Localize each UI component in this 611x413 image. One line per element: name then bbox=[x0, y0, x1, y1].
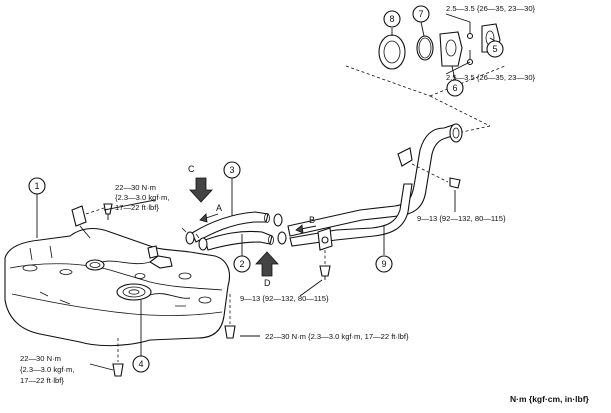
svg-text:22—30 N·m: 22—30 N·m bbox=[115, 183, 156, 192]
view-arrow-b: B bbox=[295, 215, 317, 234]
svg-text:22—30 N·m: 22—30 N·m bbox=[20, 354, 61, 363]
fuel-pump-unit bbox=[85, 259, 152, 301]
arrow-label-d: D bbox=[264, 278, 271, 288]
svg-text:8: 8 bbox=[389, 14, 394, 24]
bolt-pipe-bracket-right bbox=[411, 163, 461, 189]
hose-clamps-left bbox=[181, 227, 208, 251]
fuel-filler-pipe bbox=[287, 123, 463, 251]
strap-bracket-upper bbox=[71, 205, 87, 227]
view-arrow-d: D bbox=[255, 251, 279, 288]
callout-leaders bbox=[36, 13, 496, 371]
callout-6: 6 bbox=[446, 79, 464, 97]
callout-4: 4 bbox=[132, 355, 150, 373]
bolt-pipe-bracket-lower bbox=[319, 250, 331, 280]
torque-spec-strap-lower-left: 22—30 N·m {2.3—3.0 kgf·m, 17—22 ft·lbf} bbox=[20, 354, 74, 385]
callout-3: 3 bbox=[223, 161, 241, 179]
svg-text:5: 5 bbox=[492, 44, 497, 54]
svg-text:6: 6 bbox=[452, 83, 457, 93]
callout-2: 2 bbox=[233, 255, 251, 273]
svg-text:17—22 ft·lbf}: 17—22 ft·lbf} bbox=[20, 376, 64, 385]
callout-9: 9 bbox=[375, 255, 393, 273]
torque-spec-pipe-bracket-lower: 9—13 {92—132, 80—115} bbox=[240, 294, 329, 303]
o-ring-7 bbox=[416, 35, 434, 61]
arrow-label-b: B bbox=[309, 215, 315, 225]
torque-spec-cap-upper: 2.5—3.5 {26—35, 23—30} bbox=[446, 4, 536, 13]
bolt-strap-lower-left bbox=[112, 338, 124, 377]
arrow-label-c: C bbox=[188, 164, 195, 174]
svg-text:7: 7 bbox=[418, 9, 423, 19]
svg-text:1: 1 bbox=[34, 181, 39, 191]
svg-text:{2.3—3.0 kgf·m,: {2.3—3.0 kgf·m, bbox=[115, 193, 169, 202]
callout-5: 5 bbox=[486, 40, 504, 58]
callout-8: 8 bbox=[383, 10, 401, 28]
bolt-strap-lower-right bbox=[224, 294, 236, 339]
svg-text:9: 9 bbox=[381, 259, 386, 269]
torque-spec-strap-lower-right: 22—30 N·m {2.3—3.0 kgf·m, 17—22 ft·lbf} bbox=[265, 332, 409, 341]
svg-text:17—22 ft·lbf}: 17—22 ft·lbf} bbox=[115, 203, 159, 212]
callout-1: 1 bbox=[28, 177, 46, 195]
torque-spec-strap-upper: 22—30 N·m {2.3—3.0 kgf·m, 17—22 ft·lbf} bbox=[115, 183, 169, 212]
svg-text:4: 4 bbox=[138, 359, 143, 369]
seal-ring-8 bbox=[378, 34, 406, 70]
arrow-label-a: A bbox=[216, 203, 222, 213]
hose-2 bbox=[204, 230, 274, 251]
torque-spec-pipe-bracket-right: 9—13 {92—132, 80—115} bbox=[417, 214, 506, 223]
callout-7: 7 bbox=[412, 5, 430, 23]
adapter-6 bbox=[439, 31, 463, 67]
hose-3 bbox=[191, 211, 270, 243]
hose-clamps-right bbox=[273, 213, 287, 245]
bolt-strap-upper bbox=[85, 203, 113, 220]
units-footer: N·m {kgf·cm, in·lbf} bbox=[510, 394, 590, 404]
view-arrow-c: C bbox=[188, 164, 213, 203]
view-arrow-a: A bbox=[199, 203, 222, 223]
svg-text:{2.3—3.0 kgf·m,: {2.3—3.0 kgf·m, bbox=[20, 365, 74, 374]
torque-spec-cap-lower: 2.5—3.5 {26—35, 23—30} bbox=[446, 73, 536, 82]
svg-text:2: 2 bbox=[239, 259, 244, 269]
svg-text:3: 3 bbox=[229, 165, 234, 175]
fuel-tank bbox=[4, 205, 231, 347]
